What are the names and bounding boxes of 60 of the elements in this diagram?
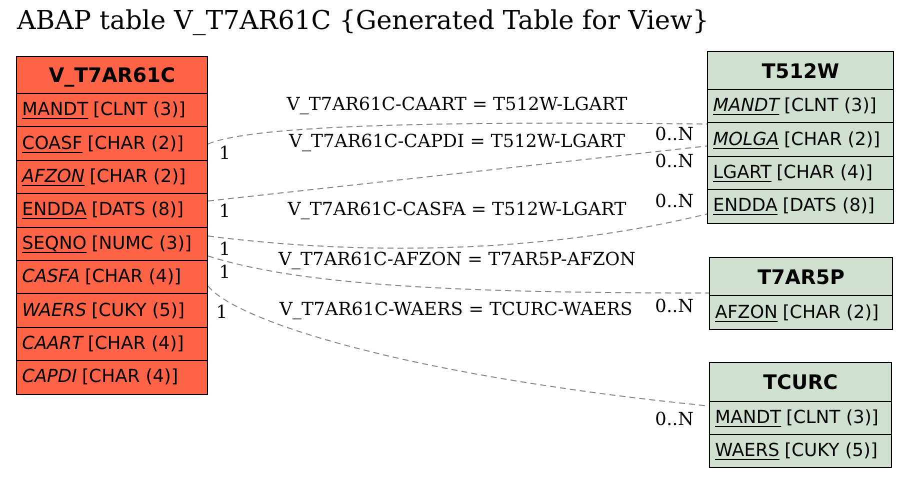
table-name: V_T7AR61C bbox=[48, 65, 176, 85]
edge-label: V_T7AR61C-WAERS = TCURC-WAERS bbox=[278, 301, 634, 319]
table-box bbox=[16, 56, 208, 395]
field-name: MANDT bbox=[713, 97, 780, 116]
field-name: ENDDA bbox=[713, 197, 778, 216]
field-type: [CUKY (5)] bbox=[784, 442, 878, 460]
edge-label: V_T7AR61C-CASFA = T512W-LGART bbox=[286, 201, 628, 219]
edge-label: V_T7AR61C-CAPDI = T512W-LGART bbox=[288, 133, 626, 151]
field-name: LGART bbox=[713, 164, 772, 182]
cardinality-label: 0..N bbox=[655, 153, 694, 171]
relationship-line bbox=[208, 146, 708, 202]
field-name: CAPDI bbox=[22, 368, 77, 386]
field-name: CAART bbox=[22, 334, 83, 353]
field-type: [CHAR (4)] bbox=[88, 334, 184, 353]
field-type: [CLNT (3)] bbox=[93, 101, 186, 120]
relationship-line bbox=[208, 122, 708, 144]
cardinality-label: 1 bbox=[219, 203, 230, 221]
cardinality-label: 0..N bbox=[655, 193, 694, 211]
cardinality-label: 0..N bbox=[655, 126, 694, 144]
field-name: AFZON bbox=[22, 168, 85, 186]
cardinality-label: 1 bbox=[219, 264, 230, 282]
field-name: MANDT bbox=[715, 409, 782, 427]
field-type: [CLNT (3)] bbox=[784, 97, 876, 116]
field-type: [DATS (8)] bbox=[92, 201, 184, 220]
field-type: [DATS (8)] bbox=[782, 197, 875, 216]
table-box bbox=[707, 51, 894, 224]
field-name: WAERS bbox=[22, 302, 87, 320]
field-type: [CHAR (2)] bbox=[90, 168, 186, 186]
diagram-title: ABAP table V_T7AR61C {Generated Table for View} bbox=[17, 8, 709, 34]
field-name: WAERS bbox=[715, 442, 780, 460]
field-type: [CHAR (2)] bbox=[88, 134, 184, 153]
field-name: COASF bbox=[22, 134, 83, 153]
field-name: AFZON bbox=[715, 304, 778, 322]
field-name: ENDDA bbox=[22, 201, 87, 220]
field-type: [CHAR (2)] bbox=[784, 130, 880, 149]
cardinality-label: 1 bbox=[219, 241, 230, 259]
field-name: MANDT bbox=[22, 101, 88, 120]
table-box bbox=[709, 362, 892, 468]
field-type: [NUMC (3)] bbox=[92, 234, 192, 253]
field-type: [CHAR (4)] bbox=[82, 368, 178, 386]
field-type: [CLNT (3)] bbox=[786, 409, 878, 427]
cardinality-label: 1 bbox=[216, 304, 228, 322]
relationship-line bbox=[208, 256, 710, 294]
field-type: [CHAR (4)] bbox=[776, 164, 873, 182]
cardinality-label: 0..N bbox=[655, 411, 694, 429]
table-name: T512W bbox=[762, 60, 840, 80]
field-type: [CHAR (4)] bbox=[84, 268, 182, 286]
edge-label: V_T7AR61C-CAART = T512W-LGART bbox=[286, 96, 628, 114]
field-name: SEQNO bbox=[22, 234, 87, 253]
field-type: [CHAR (2)] bbox=[782, 304, 879, 322]
field-name: MOLGA bbox=[713, 130, 779, 149]
cardinality-label: 0..N bbox=[655, 298, 694, 316]
table-name: T7AR5P bbox=[757, 266, 844, 286]
cardinality-label: 1 bbox=[219, 145, 230, 163]
field-type: [CUKY (5)] bbox=[92, 302, 185, 320]
field-name: CASFA bbox=[22, 268, 80, 286]
edge-label: V_T7AR61C-AFZON = T7AR5P-AFZON bbox=[278, 251, 636, 269]
table-name: TCURC bbox=[763, 372, 838, 392]
relationship-line bbox=[208, 214, 708, 249]
table-box bbox=[709, 257, 893, 330]
